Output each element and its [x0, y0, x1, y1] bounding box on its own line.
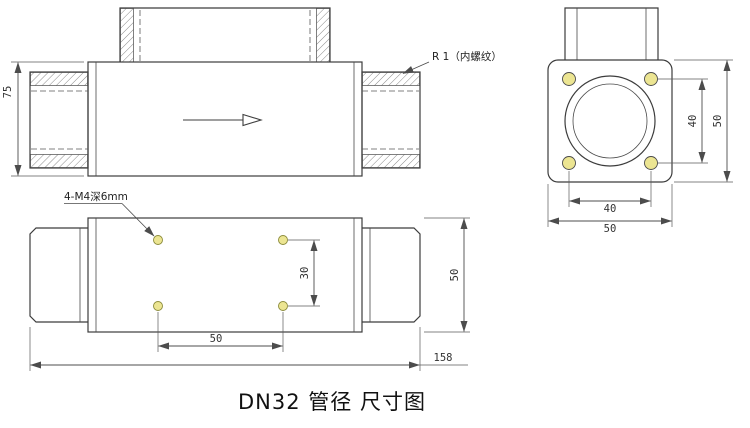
- mounting-hole-top-right: [278, 235, 288, 245]
- dim-label-50-width: 50: [449, 269, 461, 282]
- plan-right-cap: [362, 227, 421, 323]
- dim-label-50-pitch: 50: [210, 333, 223, 345]
- end-view: 40 50 40 50: [547, 7, 733, 235]
- dim-plan-pitch-horizontal: 50: [157, 312, 284, 352]
- dim-plan-overall-width: 50: [424, 217, 470, 333]
- side-right-port: [361, 71, 421, 169]
- side-view: 75 R 1（内螺纹）: [2, 7, 502, 177]
- mounting-hole-bottom-right: [278, 301, 288, 311]
- dim-label-158: 158: [434, 352, 453, 364]
- plan-left-cap: [29, 227, 88, 323]
- dim-label-75: 75: [2, 86, 14, 99]
- mounting-hole-note: 4-M4深6mm: [64, 191, 155, 237]
- corner-hole-top-right: [644, 72, 658, 86]
- dim-plan-overall-length: 158: [29, 327, 468, 371]
- top-port-thread-hatch-left: [120, 8, 134, 63]
- flow-direction-arrow: [183, 113, 263, 127]
- dim-end-overall-vertical: 50: [674, 59, 733, 183]
- dim-label-40-horizontal: 40: [604, 203, 617, 215]
- mounting-hole-top-left: [153, 235, 163, 245]
- plan-body: [87, 217, 363, 333]
- mounting-hole-bottom-left: [153, 301, 163, 311]
- bore-inner-circle: [572, 83, 648, 159]
- flange-outline: [547, 59, 673, 183]
- side-body: [87, 61, 363, 177]
- thread-note: R 1（内螺纹）: [402, 50, 502, 74]
- bore-outer-circle: [564, 75, 656, 167]
- left-port-thread-hatch-bottom: [30, 154, 88, 168]
- side-left-port: [29, 71, 89, 169]
- right-port-thread-hatch-bottom: [362, 154, 420, 168]
- side-top-port: [119, 7, 331, 63]
- dim-label-50-vertical: 50: [712, 115, 724, 128]
- hole-note-label: 4-M4深6mm: [64, 191, 128, 203]
- dim-side-height: 75: [2, 61, 84, 177]
- thread-note-label: R 1（内螺纹）: [432, 50, 502, 63]
- dim-end-overall-horizontal: 50: [547, 184, 673, 235]
- flange-corner-holes: [562, 72, 658, 170]
- dim-label-50-horizontal: 50: [604, 223, 617, 235]
- drawing-caption: DN32 管径 尺寸图: [238, 390, 426, 414]
- dim-label-40-vertical: 40: [687, 115, 699, 128]
- end-top-port: [564, 7, 659, 60]
- plan-view: 4-M4深6mm 30 50 158: [29, 191, 470, 371]
- corner-hole-top-left: [562, 72, 576, 86]
- left-port-thread-hatch-top: [30, 72, 88, 86]
- dim-label-30: 30: [299, 267, 311, 280]
- right-port-thread-hatch-top: [362, 72, 420, 86]
- corner-hole-bottom-right: [644, 156, 658, 170]
- dim-plan-pitch-vertical: 30: [288, 239, 320, 307]
- dim-end-pitch-horizontal: 40: [568, 171, 652, 215]
- corner-hole-bottom-left: [562, 156, 576, 170]
- top-port-thread-hatch-right: [316, 8, 330, 63]
- mounting-holes: [153, 235, 288, 311]
- dim-end-pitch-vertical: 40: [658, 78, 708, 164]
